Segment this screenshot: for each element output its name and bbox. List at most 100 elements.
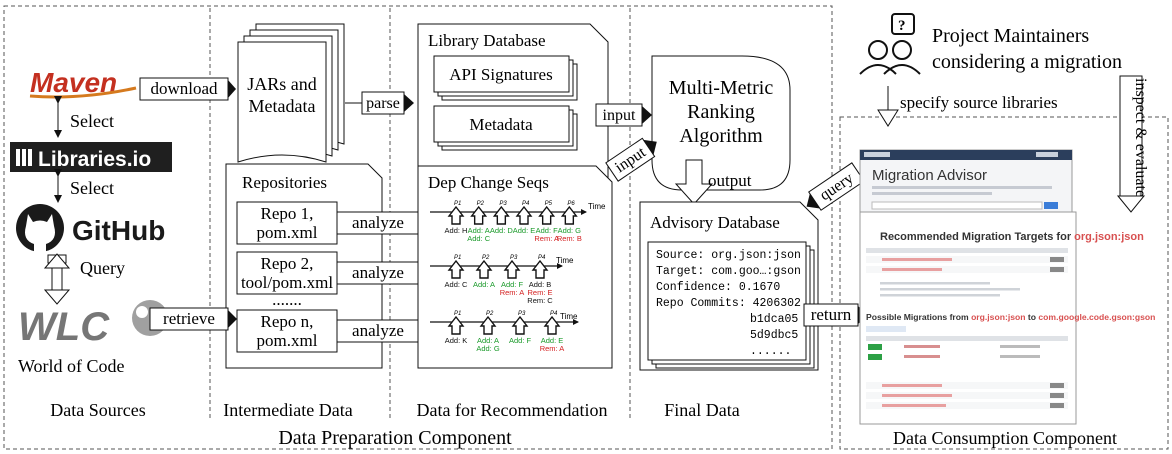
- change-label: Rem: C: [527, 296, 553, 305]
- svg-text:Metadata: Metadata: [249, 96, 316, 116]
- commit-label: P4: [538, 255, 546, 261]
- output-label: output: [708, 171, 752, 190]
- svg-text:b1dca05: b1dca05: [750, 313, 798, 326]
- commit-label: P3: [510, 255, 518, 261]
- commit-arrow: [447, 205, 465, 225]
- change-label: Add: F: [501, 280, 524, 289]
- label-final-data: Final Data: [664, 400, 739, 420]
- time-label: Time: [560, 312, 578, 321]
- analyze-arrow-2: analyze: [336, 261, 428, 285]
- commit-label: P2: [477, 201, 485, 207]
- change-label: Rem: A: [540, 344, 565, 353]
- preparation-component-box: [3, 5, 833, 450]
- analyze-arrow-1: analyze: [336, 211, 428, 235]
- svg-text:5d9dbc5: 5d9dbc5: [750, 329, 798, 342]
- libraries-io-logo-bg: [10, 142, 172, 172]
- change-label: Add: G: [558, 226, 582, 235]
- change-label: Add: A: [468, 226, 490, 235]
- svg-text:Library Database: Library Database: [428, 31, 546, 50]
- parse-label: parse: [366, 95, 400, 112]
- consumption-component-box: [839, 116, 1169, 450]
- commit-label: P6: [567, 201, 575, 207]
- change-label: Rem: A: [500, 288, 525, 297]
- svg-text:Metadata: Metadata: [469, 115, 533, 134]
- recommended-targets-screenshot: Recommended Migration Targets for org.js…: [859, 211, 1155, 425]
- svg-text:tool/pom.xml: tool/pom.xml: [241, 273, 333, 292]
- svg-text:Advisory Database: Advisory Database: [650, 213, 780, 232]
- svg-text:Confidence: 0.1670: Confidence: 0.1670: [656, 281, 780, 294]
- svg-text:Repo 1,: Repo 1,: [261, 204, 314, 223]
- svg-text:JARs and: JARs and: [247, 74, 317, 94]
- commit-arrow: [538, 205, 556, 225]
- commit-arrow: [511, 315, 529, 335]
- preparation-component-label: Data Preparation Component: [278, 427, 512, 449]
- time-label: Time: [588, 202, 606, 211]
- label-data-for-recommendation: Data for Recommendation: [417, 400, 608, 420]
- svg-text:Source: org.json:json: Source: org.json:json: [656, 249, 801, 262]
- advisory-database: Advisory Database Source: org.json:json …: [639, 201, 819, 371]
- maven-logo: Maven: [29, 67, 137, 99]
- time-label: Time: [556, 256, 574, 265]
- svg-text:WLC: WLC: [18, 305, 110, 349]
- svg-text:Repo Commits: 4206302: Repo Commits: 4206302: [656, 297, 801, 310]
- label-data-sources: Data Sources: [50, 400, 145, 420]
- svg-text:Recommended Migration Targets: Recommended Migration Targets for org.js…: [880, 231, 1144, 243]
- consumption-component-label: Data Consumption Component: [893, 428, 1117, 448]
- svg-text:Repositories: Repositories: [242, 173, 327, 192]
- return-label: return: [811, 305, 852, 324]
- maintainers-icon: ?: [859, 13, 921, 75]
- commit-arrow: [470, 205, 488, 225]
- commit-arrow: [447, 315, 465, 335]
- ranking-algorithm: Multi-Metric Ranking Algorithm: [651, 55, 791, 191]
- jars-metadata-stack: JARs and Metadata: [237, 23, 345, 163]
- wlc-caption: World of Code: [18, 356, 125, 376]
- select-label-1: Select: [70, 111, 114, 131]
- commit-arrow: [475, 259, 493, 279]
- commit-arrow: [492, 205, 510, 225]
- commit-label: P4: [522, 201, 530, 207]
- change-label: Rem: A: [534, 234, 559, 243]
- commit-label: P3: [518, 311, 526, 317]
- change-label: Add: F: [536, 226, 559, 235]
- commit-label: P4: [550, 311, 558, 317]
- change-label: Add: D: [490, 226, 514, 235]
- change-label: Add: C: [445, 280, 469, 289]
- wlc-logo: WLC: [18, 300, 168, 349]
- svg-text:......: ......: [750, 345, 791, 358]
- library-database: Library Database API Signatures Metadata: [417, 23, 609, 181]
- svg-text:Ranking: Ranking: [687, 101, 755, 123]
- svg-text:analyze: analyze: [352, 213, 404, 232]
- svg-text:Possible Migrations from: Possible Migrations from org.json:json t…: [866, 312, 1155, 322]
- commit-label: P1: [454, 311, 461, 317]
- commit-arrow: [515, 205, 533, 225]
- github-logo: GitHub: [16, 204, 165, 252]
- download-label: download: [150, 79, 218, 98]
- svg-text:?: ?: [898, 18, 906, 34]
- change-label: Add: B: [529, 280, 552, 289]
- svg-text:analyze: analyze: [352, 263, 404, 282]
- change-label: Add: F: [509, 336, 532, 345]
- commit-arrow: [479, 315, 497, 335]
- commit-arrow: [531, 259, 549, 279]
- commit-arrow: [543, 315, 561, 335]
- specify-label: specify source libraries: [900, 93, 1058, 112]
- change-label: Add: E: [513, 226, 536, 235]
- svg-text:Algorithm: Algorithm: [679, 125, 763, 147]
- libraries-io-logo: Libraries.io: [16, 148, 151, 171]
- analyze-arrow-3: analyze: [336, 319, 428, 343]
- commit-label: P5: [545, 201, 553, 207]
- retrieve-label: retrieve: [163, 309, 215, 328]
- commit-label: P1: [454, 255, 461, 261]
- svg-text:.......: .......: [272, 290, 302, 309]
- change-label: Add: A: [473, 280, 495, 289]
- label-intermediate-data: Intermediate Data: [223, 400, 352, 420]
- svg-text:Target: com.goo…:gson: Target: com.goo…:gson: [656, 265, 801, 278]
- svg-text:pom.xml: pom.xml: [257, 331, 318, 350]
- svg-text:Repo 2,: Repo 2,: [261, 254, 314, 273]
- change-label: Add: E: [541, 336, 564, 345]
- change-label: Add: A: [477, 336, 499, 345]
- svg-text:Multi-Metric: Multi-Metric: [669, 77, 774, 99]
- dep-change-title: Dep Change Seqs: [428, 173, 549, 192]
